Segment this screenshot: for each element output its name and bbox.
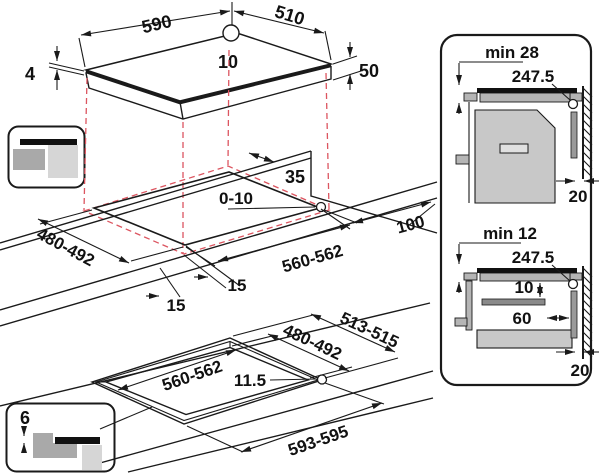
wall-hatching-2 [582,267,593,358]
inner-cutout-outline [103,346,311,416]
dim-rear-gap-label: 35 [285,167,305,187]
isometric-hob-view: 590 510 10 4 50 [25,1,379,120]
overhang-detail-inset [7,125,86,189]
rear-spacer-2 [570,290,578,339]
projection-lines [82,49,331,255]
dim-hole-label: 10 [218,52,238,72]
rear-hole-marker [222,24,240,42]
glass-top-face [83,32,334,102]
wall-gap-drawer-label: 20 [571,361,590,380]
centre-dim-oven-label: 247.5 [512,67,555,86]
drawer-under-view: min 12 247.5 10 60 20 [454,224,599,380]
dim-overhang-label: 0-10 [219,189,253,208]
dim-width-label: 590 [140,11,174,37]
junction-marker-2 [567,278,579,290]
hob-footprint-outline [82,165,331,255]
dim-flush-width-label: 560-562 [160,357,225,395]
junction-marker [567,98,579,110]
dim-overhang-right-label: 15 [228,276,247,295]
dim-height-label: 50 [359,61,379,81]
worktop-rebate-section [33,433,77,458]
hob-body-section [48,145,78,178]
dim-corner-radius-label: 11.5 [234,371,266,390]
dim-recess-width-label: 593-595 [286,422,351,460]
hob-body-section-2 [82,445,102,470]
worktop-front-edge-2 [99,370,434,473]
hob-body-side [479,92,571,103]
gap-below-hob-label: 10 [515,278,534,297]
dim-flush-depth-label: 480-492 [280,320,345,364]
worktop-left-tab-2 [463,272,478,281]
cabinet-side-2 [465,280,473,331]
shelf-clearance-label: 60 [513,309,532,328]
overhang-detail-marker [315,201,327,213]
wall-gap-oven-label: 20 [569,187,588,206]
dim-right-clearance-label: 100 [394,212,426,238]
shelf-panel [481,298,546,306]
worktop-section [13,149,45,170]
hob-glass-section [20,139,77,145]
oven-body [474,109,556,204]
wall-hatching [582,87,593,178]
min-clearance-oven-label: min 28 [485,43,539,62]
oven-vent [499,143,529,154]
dim-depth-label: 510 [272,1,307,29]
dim-overhang-left-label: 15 [167,296,186,315]
drawer-front [476,329,573,349]
worktop-right-tab-2 [569,272,583,281]
side-view-panel: min 28 247.5 20 min 12 [439,33,599,387]
hob-glass-side [477,88,577,93]
hob-glass-side-2 [477,268,577,273]
min-clearance-drawer-label: min 12 [483,224,537,243]
hob-glass-section-2 [55,437,100,444]
worktop-left-tab [463,92,478,102]
flush-detail-inset: 6 [5,402,116,473]
dim-cutout-width-label: 560-562 [280,241,345,276]
cabinet-bracket-2 [454,317,468,327]
hob-body-outline [85,66,332,120]
cabinet-bracket [455,154,470,165]
oven-under-view: min 28 247.5 20 [455,43,599,206]
rear-spacer [570,111,578,159]
centre-dim-drawer-label: 247.5 [512,248,555,267]
dim-step-label: 6 [20,408,30,428]
dim-glass-label: 4 [25,64,35,84]
